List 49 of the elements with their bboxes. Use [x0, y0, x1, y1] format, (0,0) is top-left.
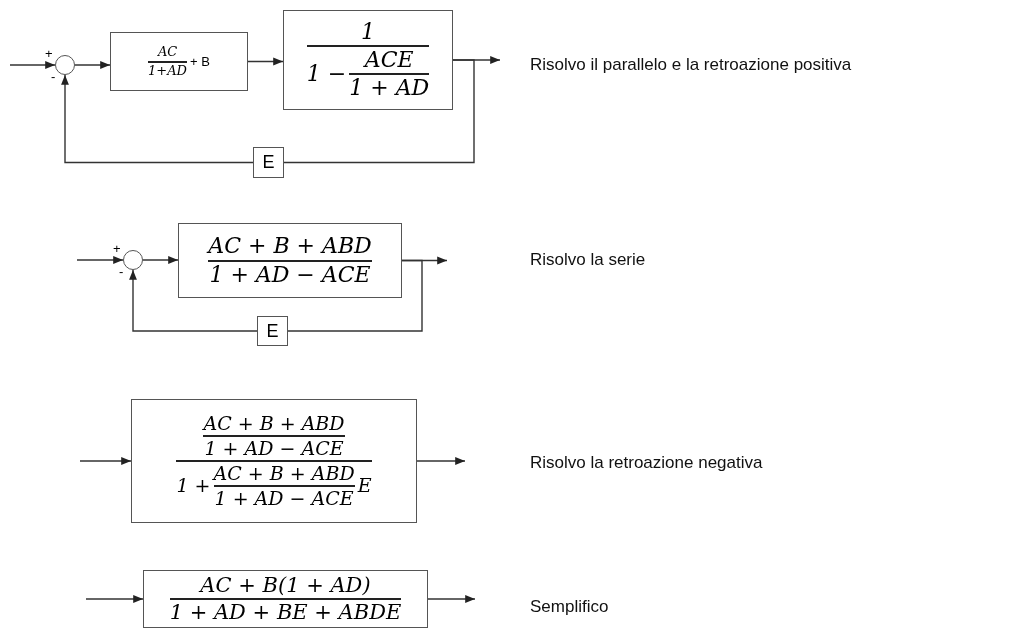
formula-term: 1 + AD − ACE — [209, 262, 371, 287]
arrow — [79, 457, 132, 465]
step-note: Semplifico — [530, 597, 609, 617]
arrow — [9, 61, 56, 69]
sign-label: + — [113, 242, 121, 255]
formula-term: 1 + — [176, 475, 211, 497]
connector-line — [283, 59, 475, 164]
formula-term: AC + B + ABD — [203, 413, 345, 435]
formula-term: AC + B(1 + AD) — [200, 573, 371, 597]
arrow — [427, 595, 476, 603]
sign-label: - — [51, 70, 56, 83]
formula-term: 1 + AD − ACE — [204, 438, 344, 459]
summing-junction — [55, 55, 75, 75]
step-note: Risolvo il parallelo e la retroazione positiva — [530, 55, 852, 75]
step-note: Risolvo la serie — [530, 250, 646, 270]
sign-label: + — [45, 47, 53, 60]
formula-term: E — [262, 152, 275, 173]
transfer-function-block — [110, 32, 248, 91]
transfer-function-block — [283, 10, 453, 110]
transfer-function-block — [253, 147, 284, 178]
transfer-function-block — [257, 316, 288, 346]
formula-term: 1 — [361, 19, 375, 44]
formula-term: ACE — [364, 47, 414, 73]
connector-line — [287, 259, 423, 332]
formula-term: + B — [190, 54, 210, 69]
arrow — [247, 57, 284, 66]
arrow — [129, 269, 258, 332]
step-note: Risolvo la retroazione negativa — [530, 453, 763, 473]
formula-term: AC — [157, 45, 178, 60]
formula-term: 1 + AD — [349, 76, 430, 101]
summing-junction — [123, 250, 143, 270]
formula-term: AC + B + ABD — [213, 463, 355, 484]
transfer-function-block — [143, 570, 428, 628]
formula-term: 1 + AD − ACE — [214, 487, 354, 509]
formula-term: 1+AD — [148, 63, 188, 78]
sign-label: - — [119, 265, 124, 278]
formula-term: 1 − — [306, 62, 347, 87]
arrow — [76, 256, 124, 264]
arrow — [74, 61, 111, 69]
arrow — [142, 256, 179, 264]
formula-term: E — [266, 320, 279, 342]
transfer-function-block — [131, 399, 417, 523]
arrow — [61, 74, 254, 164]
formula-term: E — [357, 475, 372, 497]
formula-term: AC + B + ABD — [208, 234, 372, 259]
arrow — [85, 595, 144, 603]
arrow — [416, 457, 466, 465]
transfer-function-block — [178, 223, 402, 298]
formula-term: 1 + AD + BE + ABDE — [169, 601, 402, 625]
